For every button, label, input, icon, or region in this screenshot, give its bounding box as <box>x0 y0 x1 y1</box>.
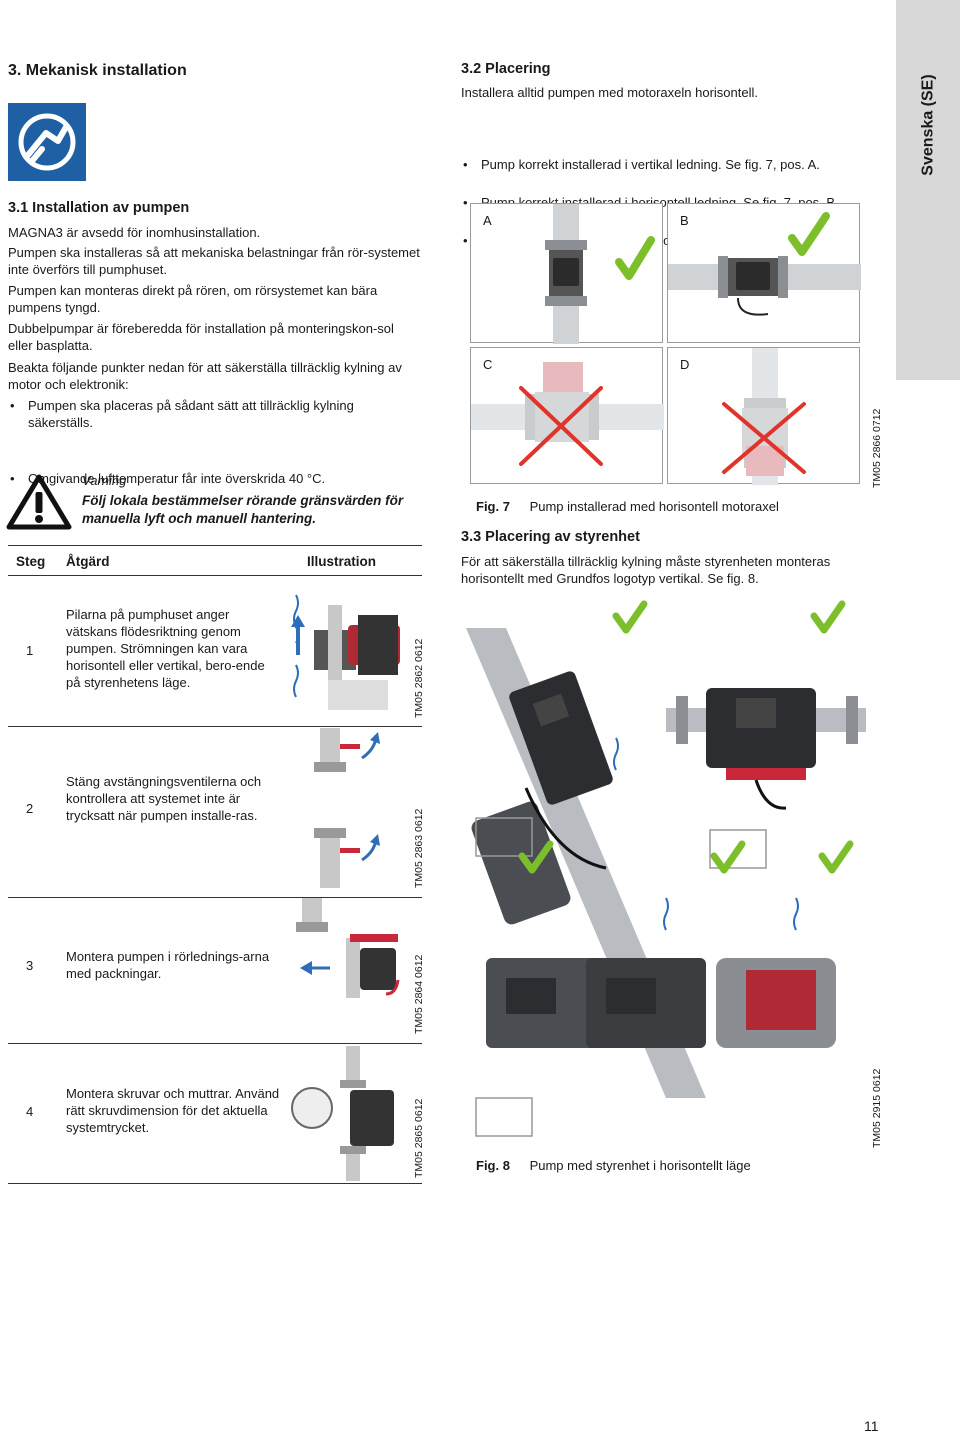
fig8-caption-number: Fig. 8 <box>476 1158 510 1173</box>
sub-title-installation: 3.1 Installation av pumpen <box>8 200 190 216</box>
controller-placement-title: 3.3 Placering av styrenhet <box>461 529 640 545</box>
row-line-4 <box>8 1183 422 1184</box>
figure-7: A B C D <box>470 203 862 486</box>
fig7-caption-number: Fig. 7 <box>476 499 510 514</box>
step-number-4: 4 <box>26 1104 34 1119</box>
step-4-illustration <box>290 1046 410 1185</box>
language-tab-label: Svenska (SE) <box>919 74 937 176</box>
section-title: 3. Mekanisk installation <box>8 62 187 79</box>
fig8-tm-code: TM05 2915 0612 <box>871 1068 883 1148</box>
fig7-label-b: B <box>680 213 689 228</box>
fig7-panel-d: D <box>667 347 860 485</box>
fig8-caption-text: Pump med styrenhet i horisontellt läge <box>529 1158 751 1173</box>
step-text-3: Montera pumpen i rörlednings-arna med pa… <box>66 949 270 981</box>
row-line-3 <box>8 1043 422 1044</box>
para-5: Beakta följande punkter nedan för att sä… <box>8 360 402 392</box>
step-number-1: 1 <box>26 643 34 658</box>
fig7-label-c: C <box>483 357 493 372</box>
warning-title: Varning <box>82 473 127 488</box>
placement-bullet-1: Pump korrekt installerad i vertikal ledn… <box>461 156 861 173</box>
step-number-2: 2 <box>26 801 34 816</box>
tm-code-4: TM05 2865 0612 <box>413 1098 425 1178</box>
fig7-tm-code: TM05 2866 0712 <box>871 408 883 488</box>
step-3-illustration <box>290 898 410 1042</box>
step-2-illustration <box>300 728 410 892</box>
warning-triangle-icon <box>6 474 72 534</box>
figure-8 <box>466 598 866 1148</box>
fig7-caption: Fig. 7 Pump installerad med horisontell … <box>476 498 779 515</box>
para-1: MAGNA3 är avsedd för inomhusinstallation… <box>8 225 261 240</box>
fig7-caption-text: Pump installerad med horisontell motorax… <box>529 499 779 514</box>
fig7-panel-a: A <box>470 203 663 344</box>
left-bullet-2: Omgivande lufttemperatur får inte översk… <box>8 470 408 487</box>
tm-code-2: TM05 2863 0612 <box>413 808 425 888</box>
step-text-2: Stäng avstängningsventilerna och kontrol… <box>66 774 262 823</box>
table-header-illustration: Illustration <box>307 554 377 569</box>
tm-code-3: TM05 2864 0612 <box>413 954 425 1034</box>
tm-code-1: TM05 2862 0612 <box>413 638 425 718</box>
fig7-label-a: A <box>483 213 492 228</box>
warning-text: Följ lokala bestämmelser rörande gränsvä… <box>82 493 404 526</box>
mechanical-install-logo-icon <box>8 103 86 181</box>
step-1-illustration <box>288 585 408 724</box>
fig7-label-d: D <box>680 357 690 372</box>
placement-intro: Installera alltid pumpen med motoraxeln … <box>461 85 758 100</box>
language-tab: Svenska (SE) <box>896 0 960 380</box>
controller-placement-text: För att säkerställa tillräcklig kylning … <box>461 554 831 586</box>
table-top-line <box>8 545 422 546</box>
para-2: Pumpen ska installeras så att mekaniska … <box>8 245 420 277</box>
row-line-1 <box>8 726 422 727</box>
para-4: Dubbelpumpar är föreberedda för installa… <box>8 321 394 353</box>
row-line-2 <box>8 897 422 898</box>
step-text-1: Pilarna på pumphuset anger vätskans flöd… <box>66 607 265 690</box>
fig7-panel-b: B <box>667 203 861 343</box>
step-number-3: 3 <box>26 958 34 973</box>
para-3: Pumpen kan monteras direkt på rören, om … <box>8 283 378 315</box>
placement-title: 3.2 Placering <box>461 61 551 77</box>
table-header-line <box>8 575 422 576</box>
fig8-caption: Fig. 8 Pump med styrenhet i horisontellt… <box>476 1157 751 1174</box>
table-header-action: Åtgärd <box>66 554 110 569</box>
table-header-step: Steg <box>16 554 46 569</box>
fig7-panel-c: C <box>470 347 664 484</box>
page-number: 11 <box>864 1418 879 1434</box>
step-text-4: Montera skruvar och muttrar. Använd rätt… <box>66 1086 280 1135</box>
left-bullet-1: Pumpen ska placeras på sådant sätt att t… <box>8 397 408 431</box>
